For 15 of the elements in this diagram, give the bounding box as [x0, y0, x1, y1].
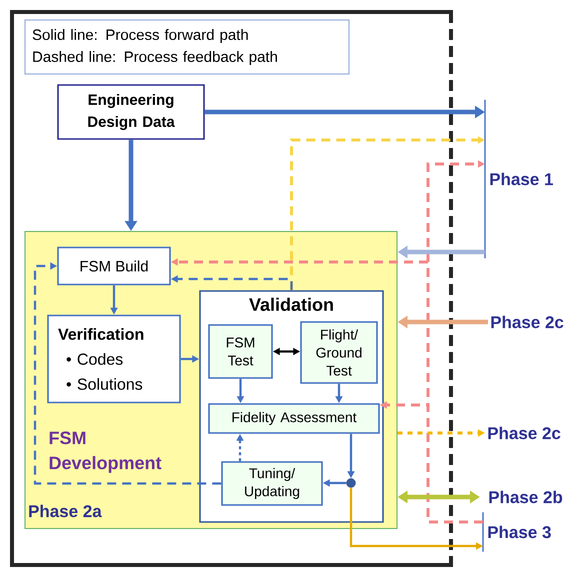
arrow — [34, 262, 222, 485]
process-box: FSM Test — [208, 324, 273, 379]
phase-label: Phase 2a — [29, 504, 102, 518]
process-box: Engineering Design Data — [57, 84, 205, 140]
process-box: Verification • Codes • Solutions — [47, 314, 181, 404]
junction-dot — [346, 478, 356, 488]
process-box: FSM Build — [57, 246, 171, 286]
note-box: Solid line: Process forward path Dashed line: Process feedback path — [24, 20, 350, 74]
process-box: Flight/ Ground Test — [300, 321, 378, 384]
process-box: Tuning/ Updating — [221, 461, 323, 506]
process-box: Fidelity Assessment — [208, 403, 380, 434]
panel-title: FSM Development — [50, 432, 162, 473]
phase-label: Phase 2c — [491, 316, 564, 328]
phase-label: Phase 2c — [488, 426, 560, 440]
phase-label: Phase 2b — [489, 490, 562, 504]
